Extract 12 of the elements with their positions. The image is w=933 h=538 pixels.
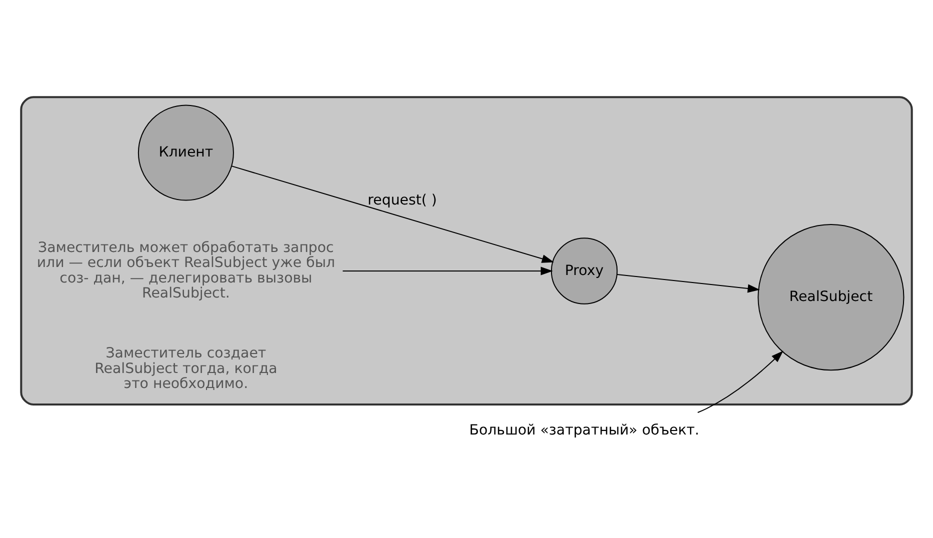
node-circle: Клиент [138,104,234,201]
node-circle: RealSubject [758,224,904,371]
cluster [20,96,913,406]
edge-label: request( ) [368,192,437,208]
node-text: Заместитель может обработать запрос или — если объект RealSubject уже был соз- дан, — делегировать вызовы RealSubject. [36,240,336,302]
node-circle: Proxy [550,238,618,304]
label: Заместитель создает RealSubject тогда, когда это необходимо. [94,346,278,392]
arrow [232,166,554,263]
node-text: Большой «затратный» объект. [469,422,700,438]
arrow [617,274,760,293]
arrow [698,350,784,413]
arrow [342,266,553,276]
